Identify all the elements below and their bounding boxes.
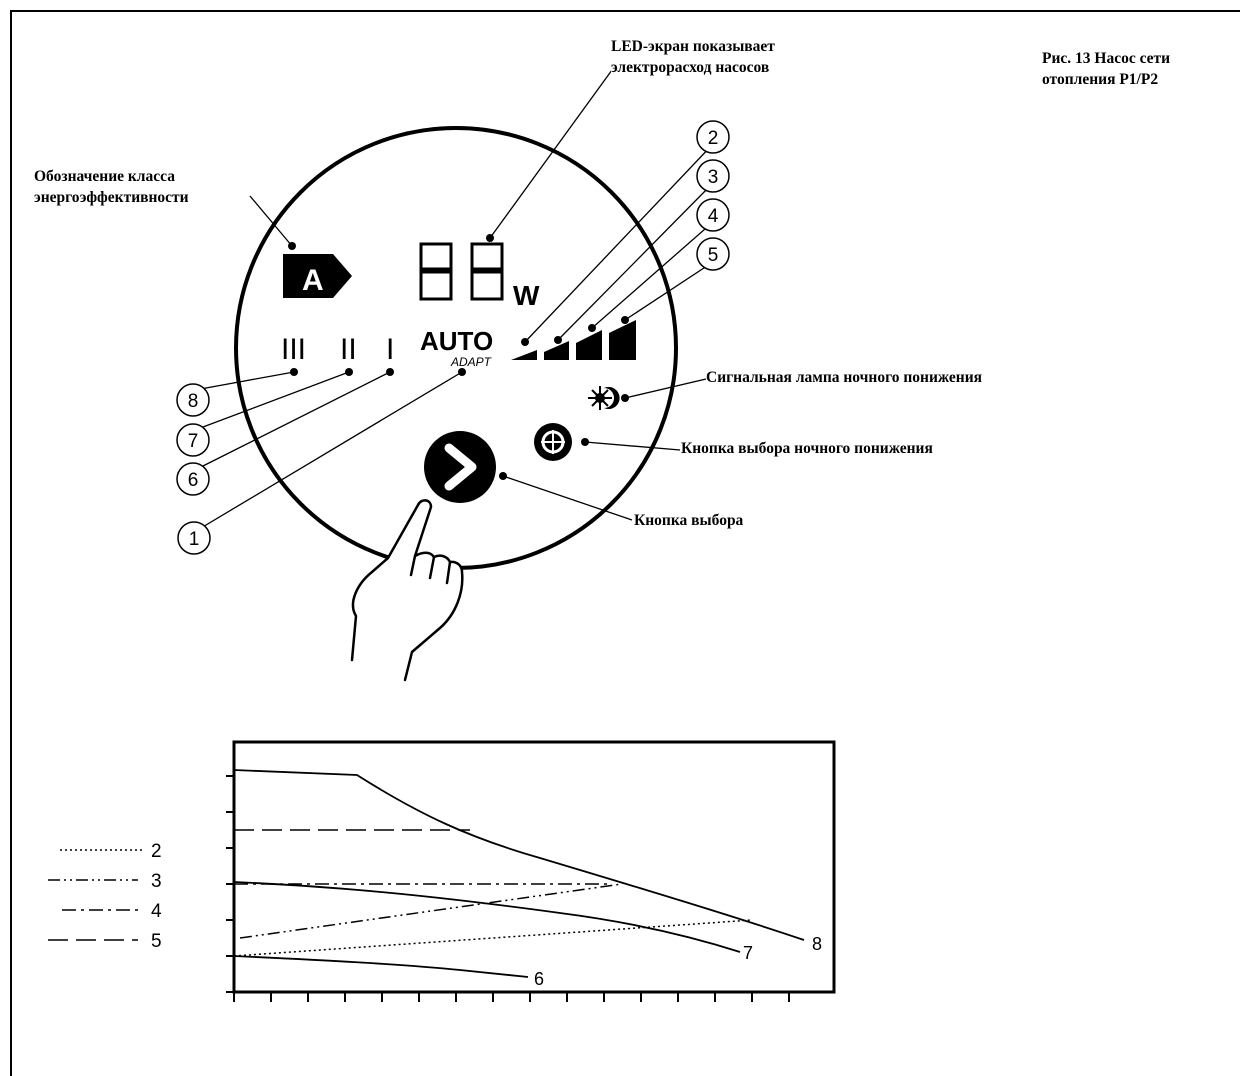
callout-circles — [176, 120, 730, 555]
legend-label-2: 2 — [151, 841, 162, 862]
curve-label-7: 7 — [743, 943, 753, 963]
night-lamp-icon — [588, 386, 620, 410]
led-display-unit: W — [513, 280, 540, 311]
speed-label-iii: III — [281, 333, 306, 366]
chart-legend: 2 3 4 5 — [48, 841, 162, 952]
night-lamp-label: Сигнальная лампа ночного понижения — [706, 367, 983, 388]
figure-caption: Рис. 13 Насос сети отопления P1/P2 — [1042, 48, 1170, 90]
leader-dots — [288, 234, 629, 480]
legend-label-5: 5 — [151, 931, 162, 952]
night-reduction-button[interactable] — [534, 423, 572, 461]
leader-lines — [194, 69, 714, 532]
mode-adapt-label: ADAPT — [450, 355, 493, 369]
curve-7 — [233, 881, 741, 953]
speed-label-i: I — [386, 333, 394, 366]
energy-class-label-line2: энергоэффективности — [34, 189, 189, 206]
callout-6: 6 — [188, 470, 199, 491]
figure-frame — [10, 10, 1240, 1076]
curve-label-8: 8 — [812, 934, 822, 954]
chart-frame — [232, 740, 836, 994]
legend-label-4: 4 — [151, 901, 162, 922]
pump-curve-chart: 6 7 8 — [226, 740, 836, 1002]
energy-class-tag — [283, 254, 352, 298]
curve-2-dotted — [233, 919, 753, 957]
pointing-hand-icon — [350, 499, 464, 682]
x-axis-ticks — [233, 992, 790, 1002]
led-display-digits — [419, 242, 504, 301]
select-button-label: Кнопка выбора — [634, 510, 744, 531]
figure-caption-line1: Рис. 13 Насос сети — [1042, 50, 1171, 67]
callout-7: 7 — [188, 431, 199, 452]
pressure-level-wedges — [511, 320, 636, 360]
curve-label-6: 6 — [534, 969, 544, 989]
callout-2: 2 — [708, 128, 719, 149]
curve-6 — [233, 955, 529, 978]
led-screen-label-line2: электрорасход насосов — [611, 59, 770, 76]
led-screen-label: LED-экран показывает электрорасход насос… — [611, 36, 775, 78]
callout-3: 3 — [708, 167, 719, 188]
callout-5: 5 — [708, 245, 719, 266]
speed-label-ii: II — [340, 333, 357, 366]
energy-class-label: Обозначение класса энергоэффективности — [34, 166, 189, 208]
figure-caption-line2: отопления P1/P2 — [1042, 71, 1159, 88]
curve-8 — [233, 769, 805, 941]
energy-class-letter: A — [302, 264, 324, 297]
y-axis-ticks — [226, 775, 234, 993]
curve-3-dashdotdot — [239, 883, 623, 939]
callout-8: 8 — [188, 391, 199, 412]
chevron-right-icon — [444, 443, 477, 491]
led-screen-label-line1: LED-экран показывает — [611, 38, 775, 55]
mode-auto-label: AUTO — [420, 326, 493, 356]
callout-4: 4 — [708, 206, 719, 227]
select-button[interactable] — [424, 431, 496, 503]
night-button-label: Кнопка выбора ночного понижения — [681, 438, 933, 459]
callout-1: 1 — [189, 529, 200, 550]
energy-class-label-line1: Обозначение класса — [34, 168, 175, 185]
legend-label-3: 3 — [151, 871, 162, 892]
